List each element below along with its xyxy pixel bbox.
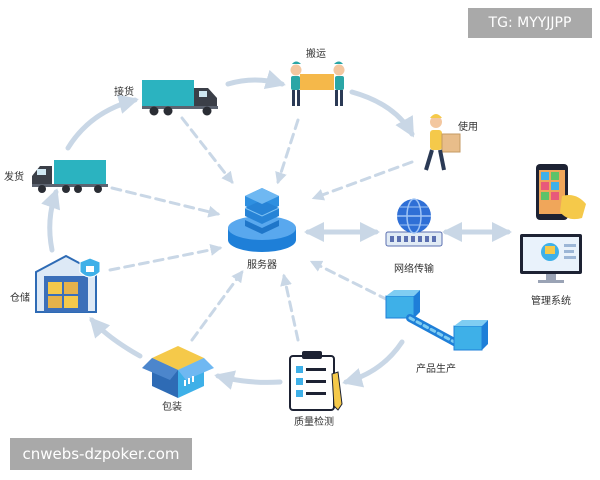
label-warehouse: 仓储 [10, 291, 30, 304]
spoke-packaging [190, 270, 244, 342]
semi-truck-icon [32, 160, 108, 193]
open-box-icon [142, 346, 214, 398]
warehouse-shield-icon [35, 254, 101, 313]
arrow-packaging-to-warehouse [89, 317, 143, 359]
smartphone-app-icon [536, 164, 586, 220]
conveyor-machine-icon [385, 290, 488, 351]
label-use: 使用 [458, 120, 478, 133]
server-stack-icon [228, 188, 296, 252]
label-packaging: 包装 [162, 400, 182, 413]
label-carry: 搬运 [306, 47, 326, 60]
label-mgmt: 管理系统 [531, 294, 571, 307]
spoke-carry [275, 118, 300, 185]
label-pickup: 接货 [114, 85, 134, 98]
arrow-production-to-inspection [342, 339, 405, 388]
watermark-bottom: cnwebs-dzpoker.com [10, 438, 192, 470]
spoke-pickup [180, 116, 234, 184]
monitor-dashboard-icon [520, 234, 582, 283]
globe-network-icon [385, 198, 443, 247]
arrow-ship-to-pickup [65, 94, 139, 151]
label-production: 产品生产 [416, 362, 456, 375]
workers-carrying-box-icon [290, 61, 345, 106]
label-ship: 发货 [4, 170, 24, 183]
delivery-truck-icon [142, 80, 218, 116]
spoke-warehouse [108, 243, 223, 272]
label-network: 网络传输 [394, 262, 434, 275]
arrow-inspection-to-packaging [214, 370, 283, 390]
spoke-use [311, 160, 414, 201]
arrow-pickup-to-carry [225, 69, 286, 90]
label-server: 服务器 [247, 258, 277, 271]
spoke-ship [110, 186, 221, 218]
clipboard-checklist-icon [289, 351, 343, 411]
label-inspection: 质量检测 [294, 415, 334, 428]
dashed-spokes [108, 116, 414, 342]
person-with-package-icon [424, 114, 461, 171]
cycle-arrows [41, 69, 512, 390]
spoke-production [309, 260, 390, 302]
arrow-carry-to-use [349, 89, 415, 138]
arrow-warehouse-to-ship [41, 188, 61, 253]
watermark-top: TG: MYYJJPP [468, 8, 592, 38]
spoke-inspection [280, 273, 300, 342]
